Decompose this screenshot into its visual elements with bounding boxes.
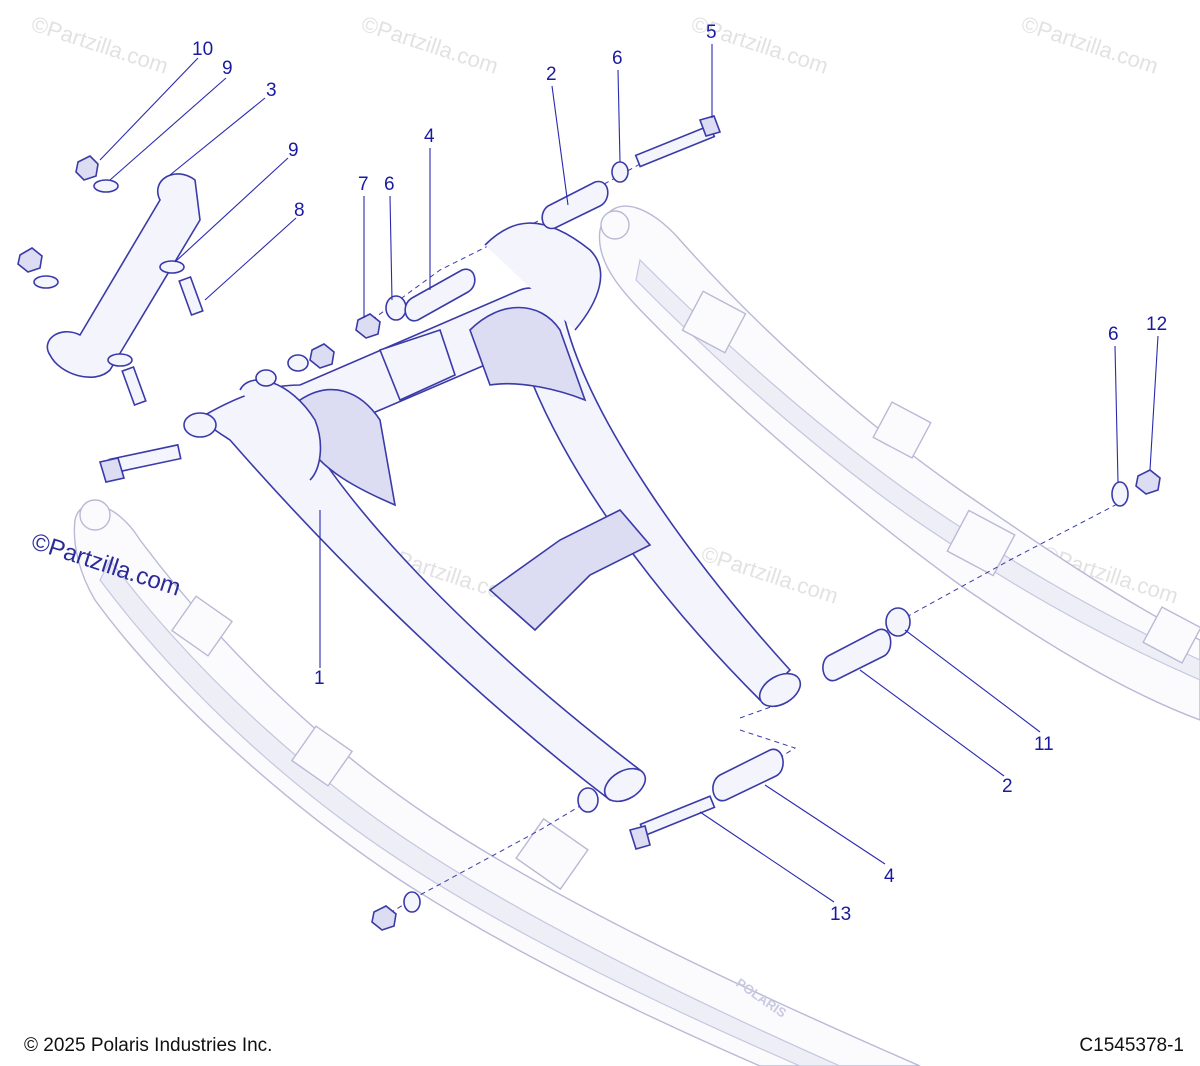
pivot-bolt <box>98 443 182 483</box>
drawing-number: C1545378-1 <box>1079 1035 1184 1056</box>
washer-6c <box>1111 481 1129 507</box>
bushing-4 <box>404 268 476 322</box>
nut-12 <box>1135 469 1161 495</box>
callout-labels: 10 9 3 9 8 7 6 4 2 6 5 6 12 1 11 2 4 13 <box>192 22 1167 925</box>
callout-label: 2 <box>1002 776 1013 797</box>
right-skid-rail <box>598 205 1200 721</box>
callout-label: 9 <box>288 140 299 161</box>
callout-label: 3 <box>266 80 277 101</box>
callout-label: 8 <box>294 200 305 221</box>
watermark: ©Partzilla.com <box>1018 11 1161 79</box>
callout-label: 4 <box>424 126 435 147</box>
callout-label: 1 <box>314 668 325 689</box>
callout-label: 13 <box>830 904 851 925</box>
pivot-arm-3 <box>46 173 201 379</box>
callout-label: 9 <box>222 58 233 79</box>
lower-shaft-hardware <box>371 469 1161 931</box>
nut-7 <box>355 313 381 339</box>
washer-9b <box>159 260 185 274</box>
washer-9 <box>93 179 119 193</box>
bolt-5 <box>634 124 716 168</box>
callout-label: 4 <box>884 866 895 887</box>
callout-label: 11 <box>1034 734 1054 755</box>
spacer-2 <box>541 180 609 230</box>
bolt-8 <box>178 276 204 316</box>
washer-6b <box>611 161 629 183</box>
callout-label: 6 <box>1108 324 1119 345</box>
bushing-4b <box>712 748 784 802</box>
bolt-13 <box>639 795 716 837</box>
callout-label: 12 <box>1146 314 1167 335</box>
watermark: ©Partzilla.com <box>28 11 171 79</box>
rear-torque-arm-frame <box>183 222 802 803</box>
copyright-notice: © 2025 Polaris Industries Inc. <box>24 1035 273 1056</box>
callout-label: 6 <box>612 48 623 69</box>
spacer-2b <box>822 628 892 682</box>
nut-10 <box>75 155 99 181</box>
callout-label: 6 <box>384 174 395 195</box>
leader-lines <box>99 44 1159 903</box>
callout-label: 7 <box>358 174 369 195</box>
upper-shaft-hardware <box>355 115 722 339</box>
washer-11 <box>885 607 911 637</box>
callout-label: 2 <box>546 64 557 85</box>
callout-label: 5 <box>706 22 717 43</box>
callout-label: 10 <box>192 39 213 60</box>
washer-6 <box>385 295 407 321</box>
upper-hardware <box>17 155 335 406</box>
watermark: ©Partzilla.com <box>358 11 501 79</box>
